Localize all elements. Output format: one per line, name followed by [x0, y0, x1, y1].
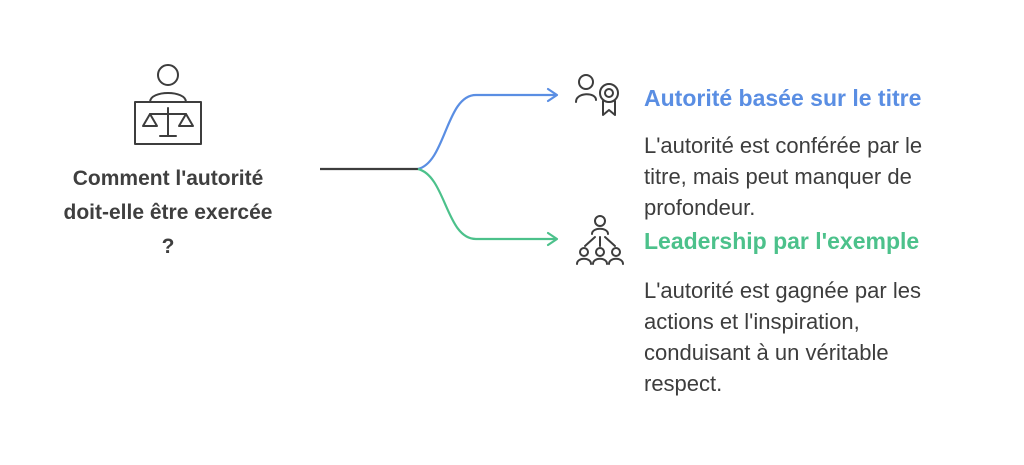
- option-title: Leadership par l'exemple: [644, 228, 920, 254]
- branch-line-bottom: [417, 167, 556, 241]
- description-line: L'autorité est gagnée par les: [644, 278, 921, 303]
- description-line: L'autorité est conférée par le: [644, 133, 923, 158]
- branch-line-top: [417, 93, 556, 171]
- arrowhead-bottom: [546, 231, 559, 247]
- description-line: actions et l'inspiration,: [644, 309, 860, 334]
- description-line: profondeur.: [644, 195, 756, 220]
- question-line: Comment l'autorité: [72, 167, 264, 190]
- option-description: L'autorité est gagnée par les actions et…: [644, 275, 994, 399]
- central-question: Comment l'autorité doit-elle être exercé…: [20, 162, 316, 264]
- question-line: ?: [161, 235, 175, 258]
- option-title: Autorité basée sur le titre: [644, 85, 922, 111]
- description-line: conduisant à un véritable: [644, 340, 889, 365]
- leader-group-icon: [576, 215, 624, 265]
- option-description: L'autorité est conférée par le titre, ma…: [644, 130, 994, 223]
- question-line: doit-elle être exercée: [63, 201, 273, 224]
- judge-scales-icon: [134, 64, 202, 145]
- description-line: respect.: [644, 371, 723, 396]
- arrowhead-top: [546, 87, 559, 103]
- person-certificate-icon: [575, 74, 619, 116]
- description-line: titre, mais peut manquer de: [644, 164, 912, 189]
